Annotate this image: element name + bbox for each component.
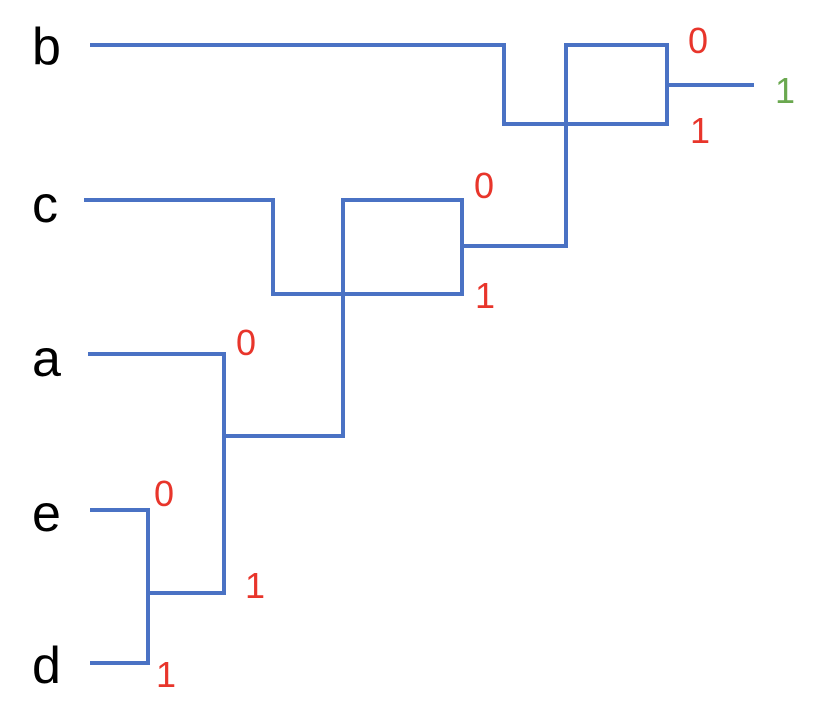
edge-a-to-node-aed bbox=[88, 352, 226, 438]
edge-node-ed-to-node-aed bbox=[146, 434, 226, 595]
bit-label-node-root-1: 1 bbox=[690, 110, 710, 151]
bit-label-node-ed-0: 0 bbox=[154, 473, 174, 514]
edge-node-aed-to-node-caed bbox=[222, 198, 464, 438]
leaf-label-d: d bbox=[32, 637, 61, 695]
bit-label-node-aed-1: 1 bbox=[245, 565, 265, 606]
leaf-label-a: a bbox=[32, 330, 61, 388]
leaf-label-e: e bbox=[32, 485, 61, 543]
edge-b-to-node-root bbox=[90, 43, 669, 126]
bit-label-node-caed-0: 0 bbox=[474, 165, 494, 206]
leaf-label-b: b bbox=[32, 18, 61, 76]
bit-label-node-caed-1: 1 bbox=[475, 275, 495, 316]
edge-e-to-node-ed bbox=[90, 508, 150, 595]
bit-label-node-root-0: 0 bbox=[688, 20, 708, 61]
leaf-label-c: c bbox=[32, 176, 58, 234]
bit-label-node-ed-1: 1 bbox=[156, 654, 176, 695]
edge-d-to-node-ed bbox=[90, 591, 150, 665]
edge-node-caed-to-node-root bbox=[460, 43, 669, 248]
bit-label-node-aed-0: 0 bbox=[236, 322, 256, 363]
root-output-bit-label: 1 bbox=[775, 70, 795, 111]
edge-c-to-node-caed bbox=[84, 198, 464, 296]
